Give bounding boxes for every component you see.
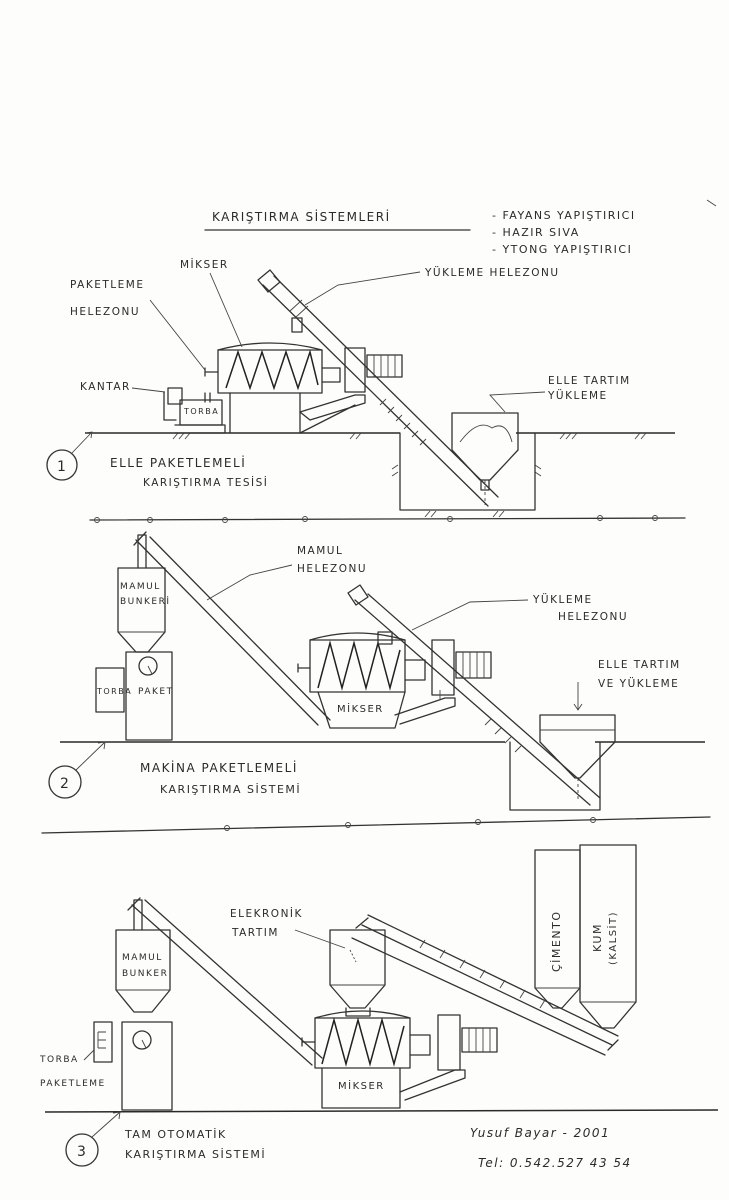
screw-inlet [257,269,281,293]
d1-kantar-label: KANTAR [80,381,131,393]
ground-hatch [172,432,647,518]
d1-elle-label-1: ELLE TARTIM [548,375,631,387]
d2-torba-label: TORBA [96,687,132,696]
product-fayans: - FAYANS YAPIŞTIRICI [492,209,636,222]
diagram-2-number: 2 [60,776,70,792]
product-bunker: MAMUL BUNKERİ TORBA PAKET [95,534,174,741]
d1-paketleme-label: PAKETLEME [70,279,144,291]
d1-elle-label-2: YÜKLEME [547,389,608,402]
d1-caption-1: ELLE PAKETLEMELİ [110,455,246,470]
diagram-3-number: 3 [77,1144,87,1160]
d2-mikser-label: MİKSER [337,702,384,715]
manual-hopper [451,412,519,481]
silo-feed-screws [351,914,619,1056]
mixer [204,342,403,434]
d2-caption-1: MAKİNA PAKETLEMELİ [140,760,298,775]
main-title: KARIŞTIRMA SİSTEMLERİ [212,209,391,224]
d2-mamul-label-1: MAMUL [297,545,343,557]
d3-bunker-label-1: MAMUL [122,953,163,963]
d3-torba-label: TORBA [39,1055,79,1065]
d3-cimento-label: ÇİMENTO [550,911,563,972]
d3-kalsit-label: (KALSİT) [606,911,619,965]
d3-paketleme-label: PAKETLEME [40,1079,106,1089]
hopper-material [459,424,513,443]
d3-kum-label: KUM [591,923,604,952]
signature-block: Yusuf Bayar - 2001 Tel: 0.542.527 43 54 [470,1126,632,1170]
product-siva: - HAZIR SIVA [492,226,580,239]
weigh-hopper: ELEKRONİK TARTIM [230,907,386,1017]
loading-pit [399,432,536,511]
d2-yukleme-label-1: YÜKLEME [532,593,593,606]
mixer-2: MİKSER [297,632,492,729]
ground-line-3 [44,1109,719,1113]
signature-name: Yusuf Bayar - 2001 [470,1126,610,1140]
d1-yukleme-label: YÜKLEME HELEZONU [424,266,560,279]
product-screw: MAMUL HELEZONU [133,531,367,726]
d2-elle-label-1: ELLE TARTIM [598,659,681,671]
diagram-1: MİKSER PAKETLEME HELEZONU KANTAR TORBA Y… [46,258,675,518]
d2-yukleme-label-2: HELEZONU [558,611,628,623]
bag-scale [163,387,226,434]
divider-2 [41,816,711,834]
d2-bunker-label-2: BUNKERİ [120,596,171,607]
d3-caption-2: KARIŞTIRMA SİSTEMİ [125,1148,266,1161]
d2-bunker-label-1: MAMUL [120,582,161,592]
d3-elektronik-label-2: TARTIM [231,927,279,939]
bag-2 [95,667,125,713]
diagram-1-number: 1 [57,459,67,475]
signature-phone: Tel: 0.542.527 43 54 [478,1156,632,1170]
loading-screw-2: YÜKLEME HELEZONU ELLE TARTIM VE YÜKLEME [347,584,681,806]
d3-elektronik-label-1: ELEKRONİK [230,907,303,920]
d1-torba-label: TORBA [183,407,219,416]
d1-mikser-label: MİKSER [180,258,229,271]
diagram-2-number-circle [48,765,82,799]
diagram-1-number-circle [46,449,78,481]
loading-screw [257,269,499,507]
bag-3 [93,1021,113,1063]
d2-paket-label: PAKET [138,687,174,697]
d3-caption-1: TAM OTOMATİK [124,1128,227,1141]
d2-mamul-label-2: HELEZONU [297,563,367,575]
d2-caption-2: KARIŞTIRMA SİSTEMİ [160,783,301,796]
silo-kum: KUM (KALSİT) [579,844,637,1029]
d1-helezonu-label: HELEZONU [70,306,140,318]
manual-hopper-2 [539,714,616,779]
diagram-2: MAMUL BUNKERİ TORBA PAKET MAMUL HELEZONU [48,531,705,811]
product-bunker-3: MAMUL BUNKER TORBA PAKETLEME [39,899,173,1111]
d3-bunker-label-2: BUNKER [122,969,168,979]
silo-cimento: ÇİMENTO [534,849,581,1009]
header: KARIŞTIRMA SİSTEMLERİ - FAYANS YAPIŞTIRI… [204,209,636,256]
product-ytong: - YTONG YAPIŞTIRICI [492,243,632,256]
d1-caption-2: KARIŞTIRMA TESİSİ [143,476,268,489]
d2-elle-label-2: VE YÜKLEME [598,677,679,690]
product-screw-3 [127,897,323,1066]
divider-1 [89,515,686,523]
mixer-3: MİKSER [301,1010,498,1109]
diagram-3: ÇİMENTO KUM (KALSİT) ELEKRONİK TARTIM [39,844,719,1167]
diagram-3-number-circle [65,1133,99,1167]
d3-mikser-label: MİKSER [338,1079,385,1092]
